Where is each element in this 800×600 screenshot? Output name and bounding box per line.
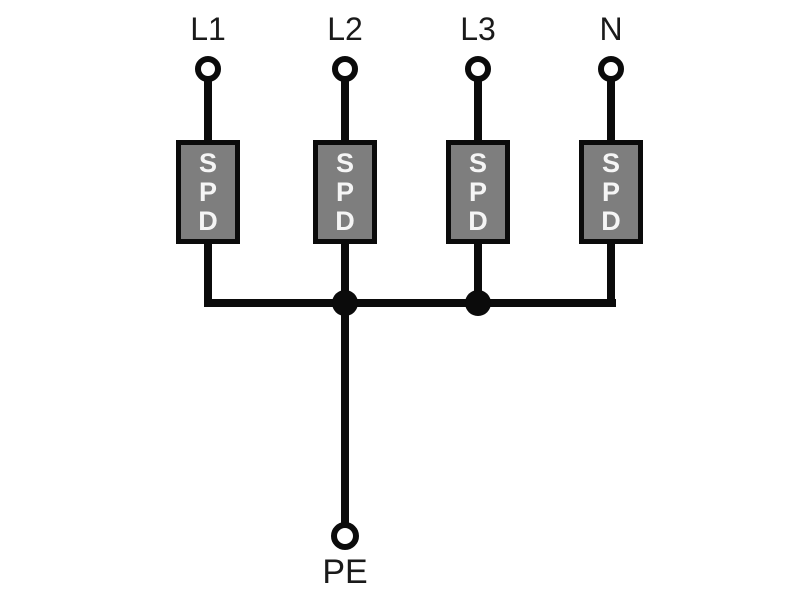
spd-box-l2: S P D bbox=[313, 140, 377, 244]
branch-l2: L2 S P D bbox=[305, 0, 385, 310]
spd-letter: P bbox=[468, 176, 487, 207]
spd-letter: P bbox=[601, 176, 620, 207]
pe-terminal-circle bbox=[331, 522, 359, 550]
terminal-label-l2: L2 bbox=[327, 11, 363, 47]
terminal-circle-n bbox=[598, 56, 624, 82]
branch-n: N S P D bbox=[571, 0, 651, 310]
wire-n-spd-to-bus bbox=[607, 242, 615, 307]
terminal-circle-l3 bbox=[465, 56, 491, 82]
terminal-label-l1: L1 bbox=[190, 11, 226, 47]
wire-l2-terminal-to-spd bbox=[341, 80, 349, 142]
spd-letter: D bbox=[335, 205, 355, 236]
spd-letter: D bbox=[198, 205, 218, 236]
terminal-label-l3: L3 bbox=[460, 11, 496, 47]
spd-letter: S bbox=[198, 147, 217, 178]
spd-letter: S bbox=[335, 147, 354, 178]
wire-n-terminal-to-spd bbox=[607, 80, 615, 142]
spd-letter: S bbox=[601, 147, 620, 178]
terminal-circle-l2 bbox=[332, 56, 358, 82]
wire-l3-spd-to-bus bbox=[474, 242, 482, 307]
spd-box-n: S P D bbox=[579, 140, 643, 244]
junction-dot-l3 bbox=[465, 290, 491, 316]
terminal-circle-l1 bbox=[195, 56, 221, 82]
pe-terminal-label: PE bbox=[322, 553, 368, 591]
spd-letter: P bbox=[198, 176, 217, 207]
branch-l3: L3 S P D bbox=[438, 0, 518, 310]
terminal-label-n: N bbox=[599, 11, 623, 47]
spd-letter: P bbox=[335, 176, 354, 207]
wire-l1-spd-to-bus bbox=[204, 242, 212, 307]
spd-letter: S bbox=[468, 147, 487, 178]
pe-bus-line bbox=[204, 299, 616, 307]
spd-box-l1: S P D bbox=[176, 140, 240, 244]
wire-l3-terminal-to-spd bbox=[474, 80, 482, 142]
branch-l1: L1 S P D bbox=[168, 0, 248, 310]
wire-bus-to-pe-terminal bbox=[341, 303, 349, 524]
spd-letter: D bbox=[601, 205, 621, 236]
wire-l1-terminal-to-spd bbox=[204, 80, 212, 142]
spd-letter: D bbox=[468, 205, 488, 236]
spd-box-l3: S P D bbox=[446, 140, 510, 244]
wire-l2-spd-to-bus bbox=[341, 242, 349, 307]
